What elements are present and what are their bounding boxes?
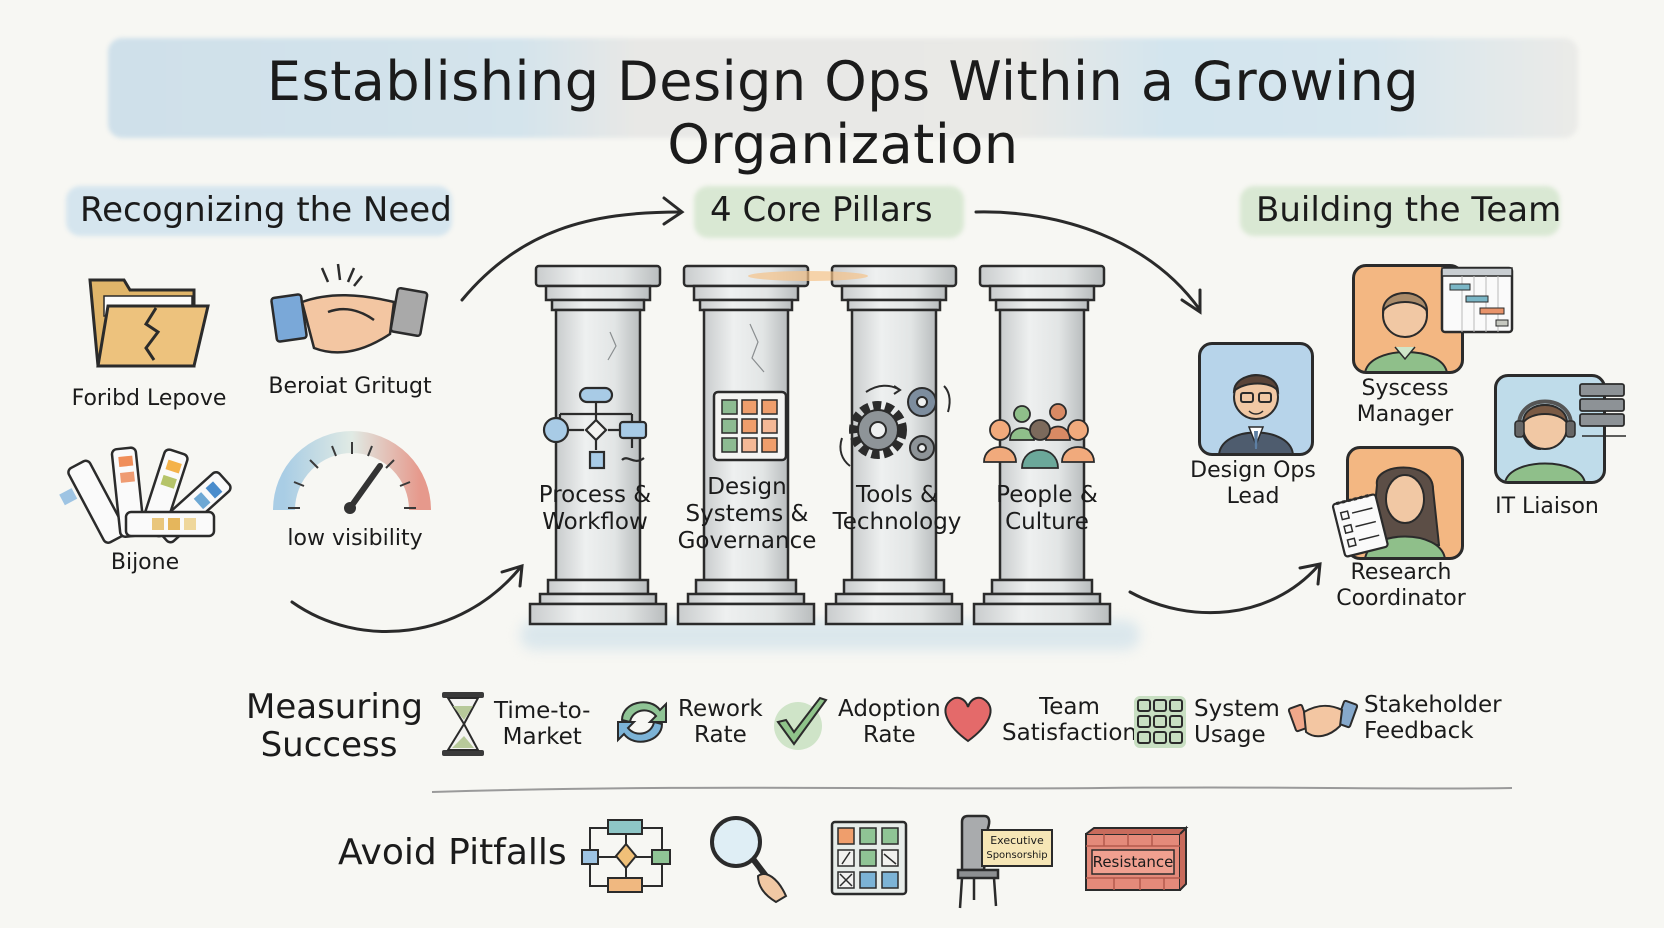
svg-text:Executive: Executive <box>990 834 1044 847</box>
grid-icon <box>1134 696 1186 748</box>
team-highlight <box>1240 186 1560 236</box>
pillar-label-process: Process &Workflow <box>538 482 652 535</box>
recognizing-highlight <box>66 186 452 236</box>
arrow-pillars-to-team <box>974 210 1202 312</box>
brick-wall-icon: Resistance <box>1085 825 1189 891</box>
pitfalls-heading: Avoid Pitfalls <box>338 832 567 873</box>
need-label-1: Foribd Lepove <box>71 386 227 411</box>
flowchart-icon <box>542 386 648 470</box>
section-divider <box>431 786 1513 793</box>
researcher-avatar-icon <box>1346 446 1464 560</box>
pillar-1 <box>528 264 668 626</box>
title-highlight <box>108 38 1578 138</box>
recognizing-heading: Recognizing the Need <box>80 190 452 230</box>
need-label-3: Bijone <box>110 550 180 575</box>
process-loop-icon <box>581 819 671 893</box>
arrow-need-to-pillars <box>460 210 682 302</box>
pillar-label-people: People &Culture <box>996 482 1098 535</box>
manager-avatar-icon <box>1198 342 1314 456</box>
arrow-need-bottom <box>290 566 522 634</box>
clipboard-checklist-icon <box>1331 493 1389 558</box>
tool-grid-icon <box>830 820 908 896</box>
role-label-it-liaison: IT Liaison <box>1495 494 1599 519</box>
magnifier-icon <box>710 816 788 904</box>
arrow-pillars-bottom-to-team <box>1128 564 1320 615</box>
gears-icon <box>839 384 951 467</box>
server-rack-icon <box>1579 383 1626 437</box>
need-label-2: Beroiat Gritugt <box>268 374 432 399</box>
empty-chair-icon: Executive Sponsorship <box>956 814 1053 909</box>
pillar-label-tools: Tools &Technology <box>832 482 962 535</box>
need-label-4: low visibility <box>287 526 423 551</box>
page-title: Establishing Design Ops Within a Growing… <box>266 50 1420 176</box>
hourglass-icon <box>442 692 484 756</box>
component-grid-icon <box>712 390 788 462</box>
pillars-highlight <box>694 186 964 238</box>
color-swatches-icon <box>59 446 232 544</box>
gauge-icon <box>273 431 431 514</box>
people-group-icon <box>983 403 1095 469</box>
pillars-heading: 4 Core Pillars <box>710 190 933 230</box>
team-heading: Building the Team <box>1256 190 1562 230</box>
handshake-icon <box>1287 699 1359 738</box>
handshake-icon <box>270 263 429 354</box>
heart-icon <box>944 696 992 743</box>
refresh-cycle-icon <box>617 701 667 743</box>
svg-text:Resistance: Resistance <box>1093 853 1174 871</box>
broken-folder-icon <box>88 278 210 368</box>
checkmark-icon <box>774 696 828 750</box>
gantt-chart-icon <box>1440 266 1514 334</box>
metric-time-to-market: Time-to-Market <box>440 690 590 758</box>
pillar-4 <box>972 264 1112 626</box>
svg-text:Sponsorship: Sponsorship <box>986 850 1047 861</box>
